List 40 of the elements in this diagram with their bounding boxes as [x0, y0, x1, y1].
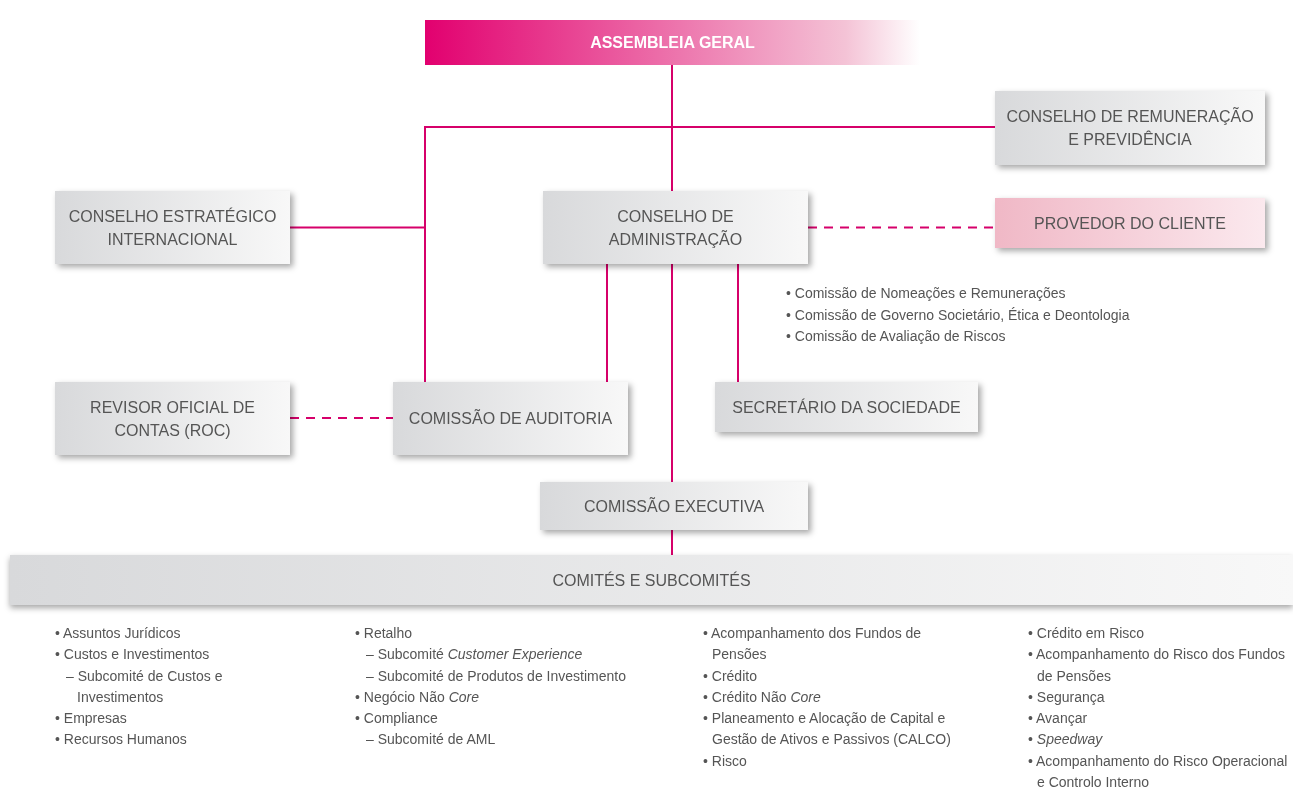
org-box: COMISSÃO DE AUDITORIA	[393, 382, 628, 455]
committee-item: • Crédito em Risco	[1028, 624, 1146, 643]
connector-line	[671, 263, 673, 483]
committee-item: • Empresas	[55, 709, 128, 729]
connector-line	[606, 263, 608, 383]
org-box: CONSELHO DE REMUNERAÇÃO E PREVIDÊNCIA	[995, 91, 1265, 165]
subcommittee-item: – Subcomité Customer Experience	[365, 645, 584, 665]
org-box: CONSELHO ESTRATÉGICO INTERNACIONAL	[55, 191, 290, 264]
committee-item: • Crédito Não Core	[703, 687, 822, 707]
committee-item: • Negócio Não Core	[355, 687, 480, 707]
committee-item: • Recursos Humanos	[55, 730, 188, 750]
subcommittee-item: – Subcomité de AML	[365, 730, 497, 750]
committee-item: • Custos e Investimentos	[55, 645, 211, 665]
committee-item: • Planeamento e Alocação de Capital e Gestão de Ativos e Passivos (CALCO)	[703, 709, 952, 750]
org-box: CONSELHO DE ADMINISTRAÇÃO	[543, 191, 808, 264]
org-box: SECRETÁRIO DA SOCIEDADE	[715, 382, 978, 432]
committee-item: • Retalho	[355, 624, 414, 643]
subcommittee-item: – Subcomité de Custos e Investimentos	[65, 666, 224, 707]
dashed-connector	[807, 226, 996, 229]
committee-item: • Acompanhamento dos Fundos de Pensões	[703, 624, 923, 665]
dashed-connector	[289, 417, 394, 419]
committee-item: • Acompanhamento do Risco dos Fundos de Pensões	[1028, 645, 1287, 686]
committee-item: • Speedway	[1028, 730, 1104, 750]
connector-line	[671, 529, 673, 556]
org-box: PROVEDOR DO CLIENTE	[995, 198, 1265, 248]
committee-item: • Comissão de Avaliação de Riscos	[786, 327, 1007, 346]
committee-item: • Comissão de Nomeações e Remunerações	[786, 284, 1067, 303]
committee-item: • Comissão de Governo Societário, Ética e Deontologia	[786, 305, 1130, 325]
committee-item: • Risco	[703, 751, 748, 771]
committee-item: • Compliance	[355, 709, 439, 729]
subcommittee-item: – Subcomité de Produtos de Investimento	[365, 666, 627, 686]
connector-line	[737, 263, 739, 383]
committee-item: • Assuntos Jurídicos	[55, 624, 182, 643]
org-box: REVISOR OFICIAL DE CONTAS (ROC)	[55, 382, 290, 455]
committee-item: • Acompanhamento do Risco Operacional e Controlo Interno	[1028, 751, 1289, 792]
committee-item: • Crédito	[703, 666, 758, 686]
committees-band: COMITÉS E SUBCOMITÉS	[10, 555, 1293, 605]
committee-item: • Segurança	[1028, 687, 1106, 707]
org-box: COMISSÃO EXECUTIVA	[540, 482, 808, 530]
committee-item: • Avançar	[1028, 709, 1089, 729]
